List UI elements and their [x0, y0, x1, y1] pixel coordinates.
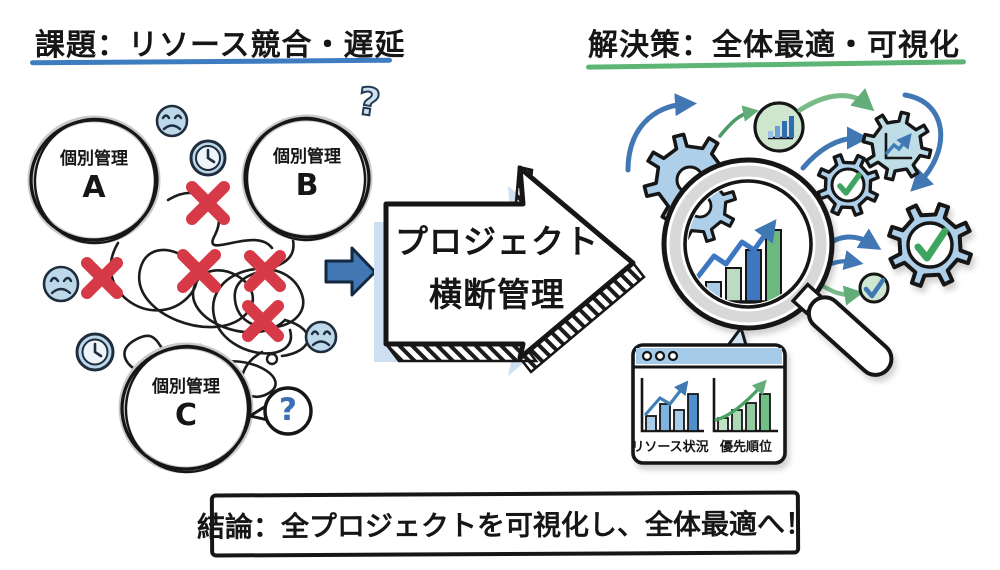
x-icon — [244, 250, 286, 292]
curved-arrow-icon — [902, 92, 944, 192]
sad-face-icon — [304, 320, 338, 354]
node-c-label: 個別管理 C — [152, 377, 220, 433]
clock-icon — [75, 332, 115, 372]
solution-title: 解決策：全体最適・可視化 — [588, 28, 960, 63]
sad-face-icon — [42, 265, 80, 303]
window-dot — [641, 350, 653, 362]
sad-face-icon — [155, 104, 189, 138]
node-c-circle — [118, 342, 254, 474]
main-arrow — [374, 165, 646, 376]
window-dot — [654, 350, 666, 362]
problem-title: 課題：リソース競合・遅延 — [35, 28, 406, 63]
x-icon — [242, 300, 284, 342]
bar-chart-bubble-icon — [753, 101, 805, 153]
resource-chart-label: リソース状況 — [631, 440, 709, 455]
main-arrow-label: プロジェクト 横断管理 — [395, 222, 599, 314]
x-icon — [177, 249, 221, 293]
solution-cluster — [625, 88, 973, 465]
priority-chart — [712, 378, 778, 433]
dashboard-window — [631, 324, 787, 465]
priority-chart-label: 優先順位 — [719, 440, 772, 455]
big-check-gear-icon — [887, 202, 973, 288]
question-bubble — [246, 386, 313, 436]
x-icon — [81, 257, 123, 299]
trend-gear-icon — [861, 110, 933, 182]
resource-chart — [640, 378, 704, 433]
flow-arrow-icon — [324, 246, 377, 297]
small-check-icon — [858, 272, 890, 304]
conclusion-banner: 結論：全プロジェクトを可視化し、全体最適へ！ — [197, 490, 813, 558]
node-a-circle — [27, 115, 161, 245]
check-gear-icon — [816, 153, 880, 217]
curved-arrow-icon — [800, 126, 869, 171]
x-icon — [186, 181, 230, 225]
magnifier-icon — [661, 157, 894, 377]
question-mark-icon: ? — [279, 392, 297, 428]
node-b-label: 個別管理 B — [273, 147, 341, 203]
clock-icon — [189, 139, 227, 177]
curved-arrow-icon — [797, 88, 875, 113]
conflict-x-icons — [81, 181, 286, 342]
node-a-label: 個別管理 A — [60, 149, 128, 205]
node-b-circle — [241, 114, 373, 242]
curved-arrow-icon — [625, 93, 697, 173]
window-dot — [667, 350, 679, 362]
curved-arrow-icon — [718, 105, 759, 138]
